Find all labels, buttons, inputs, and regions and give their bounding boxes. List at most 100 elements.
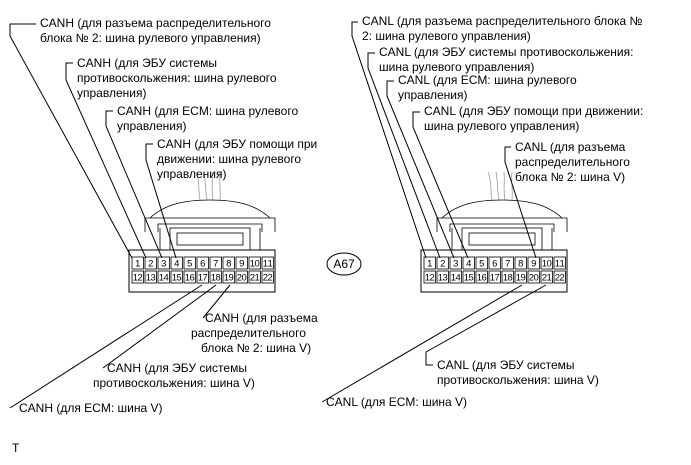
right-label-canl-vsc-v-1: CANL (для ЭБУ системы (437, 358, 575, 372)
right-pin-label-1: 1 (427, 259, 432, 270)
left-pin-cell-11 (261, 256, 274, 270)
left-pin-label-13: 13 (146, 273, 156, 284)
left-label-canh-vsc-steering-2: противоскольжения: шина рулевого (77, 71, 277, 85)
left-pin-label-7: 7 (213, 259, 218, 270)
right-pin-cell-1 (423, 256, 436, 270)
left-pin-cell-9 (235, 256, 248, 270)
left-label-canh-jb2-v-2: распределительного (191, 326, 306, 340)
right-pin-cell-4 (462, 256, 475, 270)
left-label-canh-jb2-steering-2: блока № 2: шина рулевого управления) (40, 31, 261, 45)
right-pin-cell-12 (423, 270, 436, 284)
left-labels: CANH (для разъема распределительного бло… (9, 16, 318, 415)
left-label-canh-vsc-steering-3: управления) (77, 86, 146, 100)
connector-code-badge: A67 (326, 252, 362, 276)
right-label-canl-ecm-v: CANL (для ECM: шина V) (326, 395, 467, 409)
right-pin-label-17: 17 (490, 273, 500, 284)
left-pin-cell-22 (261, 270, 274, 284)
right-pin-label-20: 20 (529, 273, 539, 284)
left-pin-cell-20 (235, 270, 248, 284)
left-pin-cell-17 (196, 270, 209, 284)
left-pin-cell-16 (183, 270, 196, 284)
left-label-canh-assist-steering-2: движении: шина рулевого (157, 152, 301, 166)
right-pin-cell-6 (488, 256, 501, 270)
left-label-canh-jb2-v-1: CANH (для разъема (205, 311, 318, 325)
right-pin-label-7: 7 (505, 259, 510, 270)
left-label-canh-ecm-steering-2: управления) (117, 119, 186, 133)
left-label-canh-vsc-v-1: CANH (для ЭБУ системы (107, 361, 247, 375)
right-pin-cell-15 (462, 270, 475, 284)
right-pin-label-15: 15 (464, 273, 474, 284)
right-pin-label-3: 3 (453, 259, 458, 270)
right-pin-cell-3 (449, 256, 462, 270)
right-label-canl-vsc-steering-1: CANL (для ЭБУ системы противоскольжения: (379, 45, 633, 59)
left-label-canh-jb2-v-3: блока № 2: шина V) (201, 341, 311, 355)
left-pin-cell-15 (170, 270, 183, 284)
left-pin-label-11: 11 (263, 259, 273, 270)
right-label-canl-jb2-v-1: CANL (для разъема (515, 140, 626, 154)
right-label-canl-jb2-steering-2: 2: шина рулевого управления) (362, 29, 531, 43)
left-pin-cell-10 (248, 256, 261, 270)
left-pin-label-19: 19 (224, 273, 234, 284)
left-pin-cell-13 (144, 270, 157, 284)
right-label-canl-assist-steering-2: шина рулевого управления) (424, 119, 579, 133)
left-pin-cell-14 (157, 270, 170, 284)
left-pin-label-16: 16 (185, 273, 195, 284)
right-label-canl-vsc-v-2: противоскольжения: шина V) (437, 373, 599, 387)
left-pin-label-17: 17 (198, 273, 208, 284)
left-pin-label-6: 6 (200, 259, 205, 270)
left-label-canh-jb2-steering-1: CANH (для разъема распределительного (40, 16, 271, 30)
left-pin-cell-12 (131, 270, 144, 284)
right-pin-label-16: 16 (477, 273, 487, 284)
left-label-canh-assist-steering-1: CANH (для ЭБУ помощи при (157, 137, 317, 151)
right-pin-cell-9 (527, 256, 540, 270)
left-pin-label-21: 21 (250, 273, 260, 284)
right-pin-cell-13 (436, 270, 449, 284)
right-pin-label-13: 13 (438, 273, 448, 284)
left-label-canh-ecm-steering-1: CANH (для ECM: шина рулевого (117, 104, 298, 118)
left-pin-cell-6 (196, 256, 209, 270)
left-pin-label-9: 9 (239, 259, 244, 270)
right-pin-cell-18 (501, 270, 514, 284)
left-pin-cell-7 (209, 256, 222, 270)
left-pin-cell-8 (222, 256, 235, 270)
right-pin-cell-2 (436, 256, 449, 270)
right-pin-label-9: 9 (531, 259, 536, 270)
left-pin-cell-2 (144, 256, 157, 270)
left-pin-label-8: 8 (226, 259, 231, 270)
right-pin-cell-22 (553, 270, 566, 284)
right-pin-cell-21 (540, 270, 553, 284)
left-pin-label-3: 3 (161, 259, 166, 270)
right-pin-label-4: 4 (466, 259, 471, 270)
left-pin-cell-1 (131, 256, 144, 270)
right-label-canl-jb2-v-2: распределительного (515, 155, 630, 169)
right-pin-label-2: 2 (440, 259, 445, 270)
left-label-canh-vsc-v-2: противоскольжения: шина V) (93, 376, 255, 390)
right-pin-label-22: 22 (555, 273, 565, 284)
right-pin-label-6: 6 (492, 259, 497, 270)
right-label-canl-jb2-steering-1: CANL (для разъема распределительного бло… (362, 14, 643, 28)
right-pin-label-5: 5 (479, 259, 484, 270)
left-pin-cell-18 (209, 270, 222, 284)
right-label-canl-assist-steering-1: CANL (для ЭБУ помощи при движении: (424, 104, 643, 118)
right-pin-label-12: 12 (425, 273, 435, 284)
left-pin-label-22: 22 (263, 273, 273, 284)
left-pin-label-20: 20 (237, 273, 247, 284)
left-pin-label-2: 2 (148, 259, 153, 270)
svg-text:A67: A67 (333, 257, 355, 271)
right-pin-label-18: 18 (503, 273, 513, 284)
right-pin-cell-19 (514, 270, 527, 284)
left-pin-label-18: 18 (211, 273, 221, 284)
left-pin-cell-3 (157, 256, 170, 270)
right-pin-cell-14 (449, 270, 462, 284)
right-pin-cell-16 (475, 270, 488, 284)
left-pin-label-1: 1 (135, 259, 140, 270)
right-pin-label-21: 21 (542, 273, 552, 284)
right-pin-label-8: 8 (518, 259, 523, 270)
right-pin-label-11: 11 (555, 259, 565, 270)
left-pin-label-14: 14 (159, 273, 169, 284)
left-label-canh-assist-steering-3: управления) (157, 167, 226, 181)
